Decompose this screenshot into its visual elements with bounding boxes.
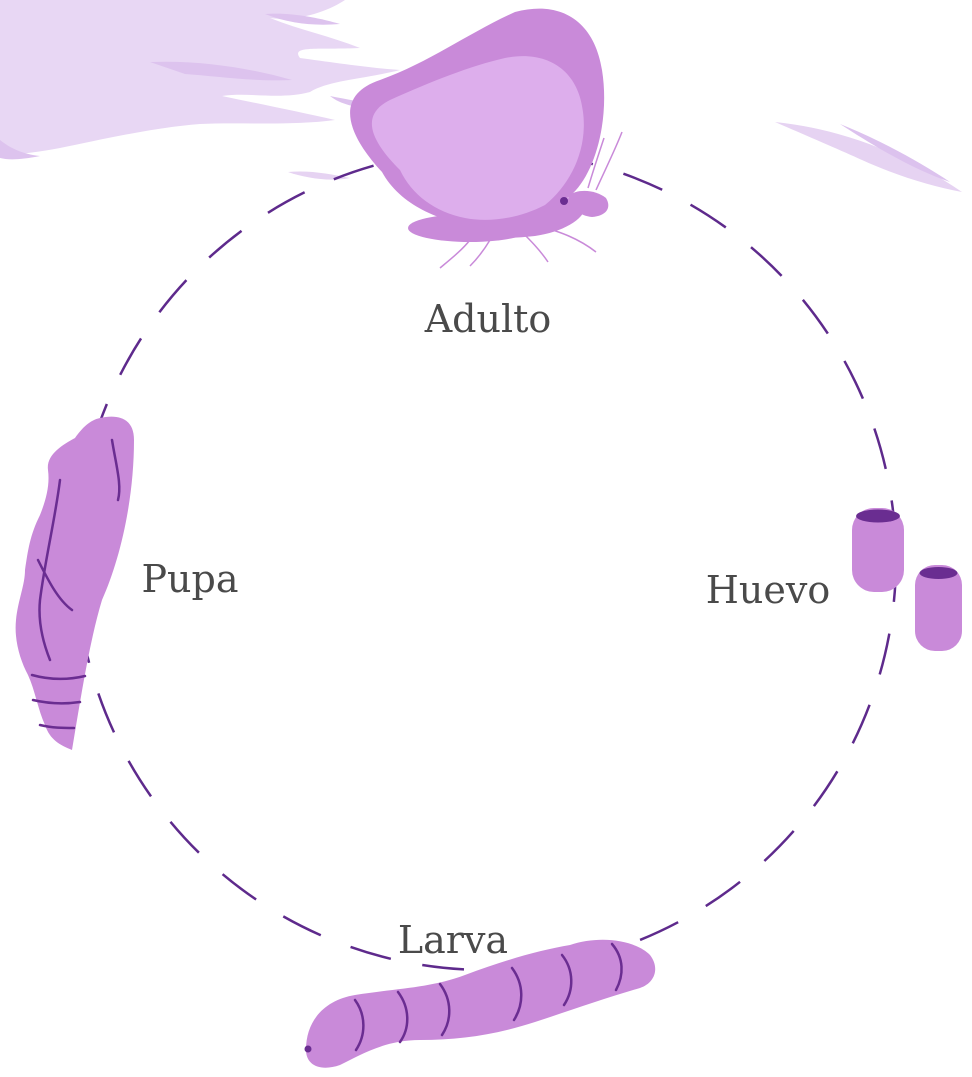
egg-icon	[852, 508, 962, 651]
egg-label: Huevo	[706, 568, 830, 612]
larva-label: Larva	[398, 918, 508, 962]
pupa-label: Pupa	[141, 557, 238, 601]
pupa-icon	[16, 417, 134, 750]
butterfly-icon	[350, 9, 622, 268]
adult-label: Adulto	[424, 297, 552, 341]
